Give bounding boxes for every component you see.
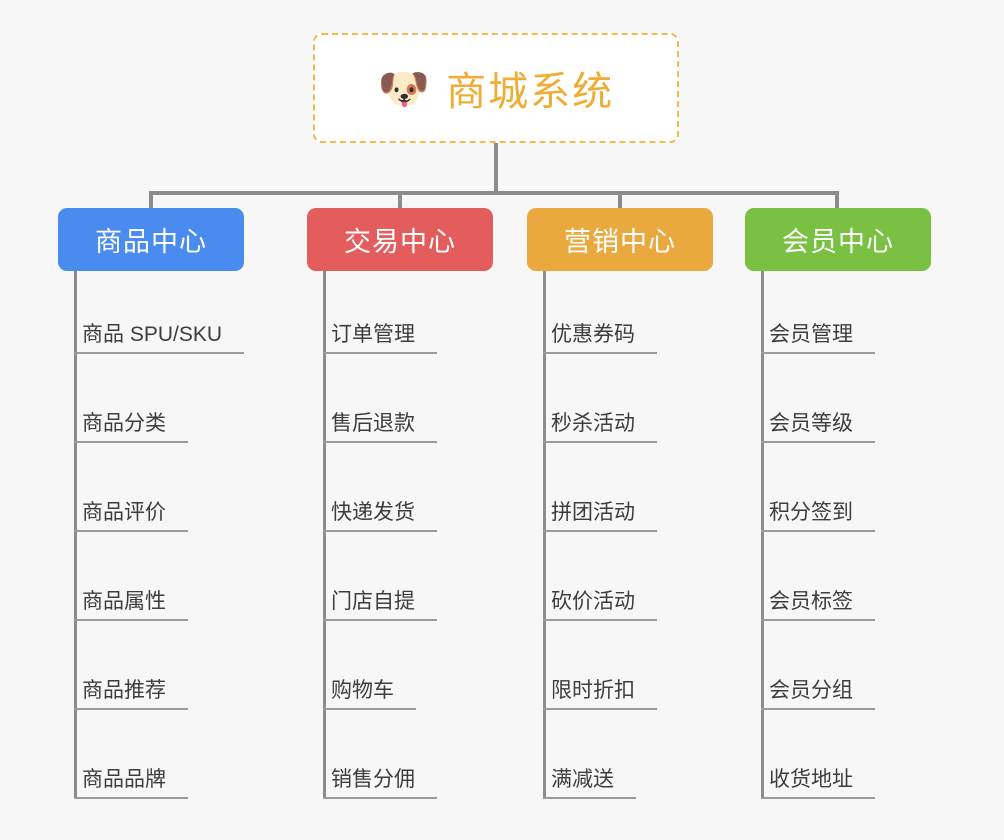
category-header-label: 商品中心 xyxy=(95,227,207,257)
list-item[interactable]: 砍价活动 xyxy=(543,538,773,627)
branch-spine xyxy=(543,271,546,799)
connector-drop-2 xyxy=(398,191,402,210)
leaf-label: 商品分类 xyxy=(74,407,188,443)
list-item[interactable]: 商品属性 xyxy=(74,538,304,627)
list-item[interactable]: 秒杀活动 xyxy=(543,360,773,449)
list-item[interactable]: 拼团活动 xyxy=(543,449,773,538)
leaf-label: 秒杀活动 xyxy=(543,407,657,443)
leaf-label: 满减送 xyxy=(543,763,636,799)
leaf-label: 会员管理 xyxy=(761,318,875,354)
leaf-label: 积分签到 xyxy=(761,496,875,532)
category-header-product-center[interactable]: 商品中心 xyxy=(58,208,244,271)
connector-drop-1 xyxy=(149,191,153,210)
branch-product-center: 商品中心 商品 SPU/SKU 商品分类 商品评价 商品属性 商品推荐 商品品牌 xyxy=(58,208,245,799)
branch-spine xyxy=(74,271,77,799)
list-item[interactable]: 售后退款 xyxy=(323,360,553,449)
list-item[interactable]: 会员分组 xyxy=(761,627,991,716)
branch-trade-center: 交易中心 订单管理 售后退款 快递发货 门店自提 购物车 销售分佣 xyxy=(307,208,493,799)
category-header-label: 会员中心 xyxy=(782,227,894,257)
list-item[interactable]: 购物车 xyxy=(323,627,553,716)
branch-spine xyxy=(323,271,326,799)
list-item[interactable]: 商品分类 xyxy=(74,360,304,449)
list-item[interactable]: 会员管理 xyxy=(761,271,991,360)
list-item[interactable]: 商品推荐 xyxy=(74,627,304,716)
leaf-label: 商品评价 xyxy=(74,496,188,532)
list-item[interactable]: 满减送 xyxy=(543,716,773,805)
leaf-list-trade-center: 订单管理 售后退款 快递发货 门店自提 购物车 销售分佣 xyxy=(323,271,553,805)
list-item[interactable]: 订单管理 xyxy=(323,271,553,360)
leaf-label: 限时折扣 xyxy=(543,674,657,710)
leaf-label: 售后退款 xyxy=(323,407,437,443)
branch-member-center: 会员中心 会员管理 会员等级 积分签到 会员标签 会员分组 收货地址 xyxy=(745,208,931,799)
leaf-label: 商品 SPU/SKU xyxy=(74,318,245,354)
category-header-marketing-center[interactable]: 营销中心 xyxy=(527,208,713,271)
leaf-label: 收货地址 xyxy=(761,763,875,799)
category-header-label: 交易中心 xyxy=(344,227,456,257)
leaf-list-member-center: 会员管理 会员等级 积分签到 会员标签 会员分组 收货地址 xyxy=(761,271,991,805)
list-item[interactable]: 快递发货 xyxy=(323,449,553,538)
branch-marketing-center: 营销中心 优惠券码 秒杀活动 拼团活动 砍价活动 限时折扣 满减送 xyxy=(527,208,713,799)
leaf-list-marketing-center: 优惠券码 秒杀活动 拼团活动 砍价活动 限时折扣 满减送 xyxy=(543,271,773,805)
connector-drop-3 xyxy=(618,191,622,210)
list-item[interactable]: 限时折扣 xyxy=(543,627,773,716)
leaf-label: 会员等级 xyxy=(761,407,875,443)
category-header-member-center[interactable]: 会员中心 xyxy=(745,208,931,271)
leaf-label: 会员分组 xyxy=(761,674,875,710)
leaf-label: 优惠券码 xyxy=(543,318,657,354)
leaf-label: 门店自提 xyxy=(323,585,437,621)
connector-drop-4 xyxy=(835,191,839,210)
leaf-label: 商品属性 xyxy=(74,585,188,621)
connector-root-stem xyxy=(494,143,498,193)
leaf-label: 拼团活动 xyxy=(543,496,657,532)
leaf-label: 订单管理 xyxy=(323,318,437,354)
list-item[interactable]: 会员等级 xyxy=(761,360,991,449)
leaf-label: 快递发货 xyxy=(323,496,437,532)
category-header-label: 营销中心 xyxy=(564,227,676,257)
leaf-label: 商品推荐 xyxy=(74,674,188,710)
list-item[interactable]: 会员标签 xyxy=(761,538,991,627)
leaf-label: 会员标签 xyxy=(761,585,875,621)
list-item[interactable]: 积分签到 xyxy=(761,449,991,538)
branch-spine xyxy=(761,271,764,799)
leaf-list-product-center: 商品 SPU/SKU 商品分类 商品评价 商品属性 商品推荐 商品品牌 xyxy=(74,271,304,805)
root-title: 商城系统 xyxy=(446,70,615,114)
list-item[interactable]: 优惠券码 xyxy=(543,271,773,360)
list-item[interactable]: 门店自提 xyxy=(323,538,553,627)
leaf-label: 商品品牌 xyxy=(74,763,188,799)
list-item[interactable]: 商品 SPU/SKU xyxy=(74,271,304,360)
list-item[interactable]: 商品品牌 xyxy=(74,716,304,805)
leaf-label: 购物车 xyxy=(323,674,416,710)
list-item[interactable]: 销售分佣 xyxy=(323,716,553,805)
root-node[interactable]: 🐶 商城系统 xyxy=(313,33,679,143)
list-item[interactable]: 商品评价 xyxy=(74,449,304,538)
list-item[interactable]: 收货地址 xyxy=(761,716,991,805)
dog-face-icon: 🐶 xyxy=(377,65,431,112)
leaf-label: 砍价活动 xyxy=(543,585,657,621)
leaf-label: 销售分佣 xyxy=(323,763,437,799)
category-header-trade-center[interactable]: 交易中心 xyxy=(307,208,493,271)
connector-horizontal-bus xyxy=(149,191,839,195)
